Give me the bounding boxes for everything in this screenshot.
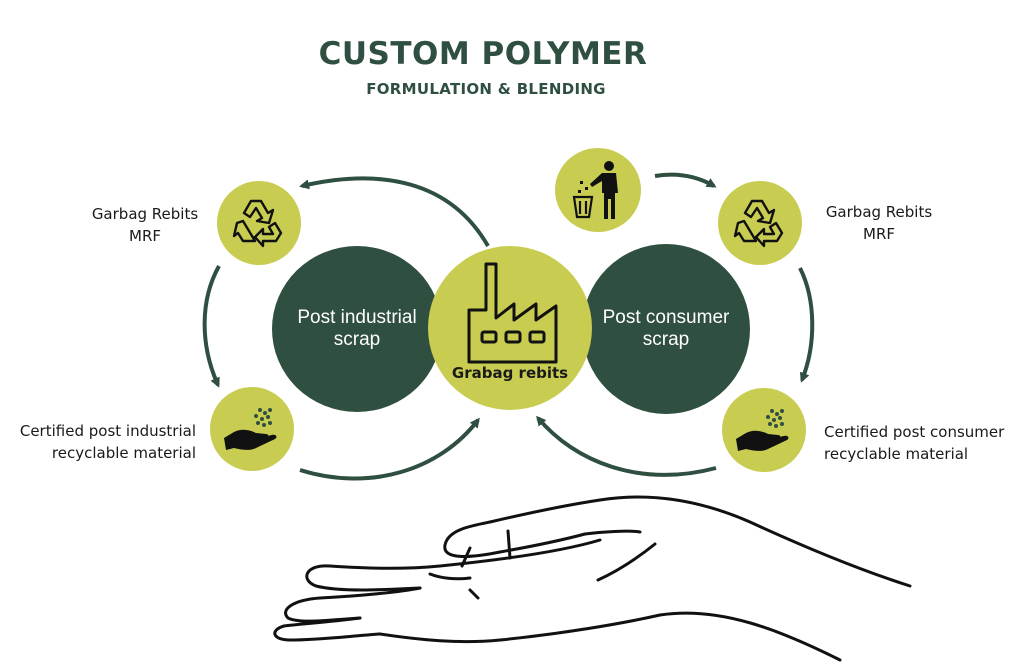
post-consumer-scrap-node: Post consumer scrap xyxy=(582,244,750,414)
post-industrial-label-line2: scrap xyxy=(333,329,381,350)
right-mrf-label: Garbag Rebits MRF xyxy=(812,201,946,245)
diagram-subtitle: FORMULATION & BLENDING xyxy=(366,80,606,98)
left-mrf-line2: MRF xyxy=(129,227,161,245)
diagram-title: CUSTOM POLYMER xyxy=(318,36,648,72)
grabag-rebits-center-node: Grabag rebits xyxy=(428,246,592,410)
arrow-left-material-to-center xyxy=(299,417,480,481)
right-material-label: Certified post consumer recyclable mater… xyxy=(824,421,1022,465)
left-mrf-node xyxy=(217,181,301,265)
right-material-line1: Certified post consumer xyxy=(824,423,1005,441)
arrow-center-to-left-mrf xyxy=(299,176,490,247)
post-industrial-scrap-node: Post industrial scrap xyxy=(272,246,442,412)
left-material-node xyxy=(210,387,294,471)
arrow-left-mrf-to-material xyxy=(202,265,221,388)
right-mrf-line1: Garbag Rebits xyxy=(825,203,933,221)
left-material-line1: Certified post industrial xyxy=(19,422,196,440)
right-material-node xyxy=(722,388,806,472)
arrow-right-material-to-center xyxy=(536,415,717,477)
arrow-disposal-to-right-mrf xyxy=(654,172,717,188)
recycle-icon xyxy=(733,199,784,248)
factory-icon xyxy=(467,262,558,364)
post-industrial-label-line1: Post industrial xyxy=(297,307,417,328)
post-consumer-label-line2: scrap xyxy=(642,329,690,350)
left-mrf-label: Garbag Rebits MRF xyxy=(80,203,210,247)
right-mrf-line2: MRF xyxy=(863,225,895,243)
disposal-node xyxy=(555,148,641,232)
left-material-line2: recyclable material xyxy=(51,444,196,462)
post-consumer-label-line1: Post consumer xyxy=(602,307,730,328)
hand-pellets-icon xyxy=(736,409,789,451)
left-material-label: Certified post industrial recyclable mat… xyxy=(6,420,196,464)
recycle-icon xyxy=(232,199,283,248)
left-mrf-line1: Garbag Rebits xyxy=(91,205,199,223)
right-material-line2: recyclable material xyxy=(824,445,969,463)
person-trash-icon xyxy=(572,161,618,219)
arrow-right-mrf-to-material xyxy=(798,267,815,383)
right-mrf-node xyxy=(718,181,802,265)
center-label: Grabag rebits xyxy=(451,364,569,382)
hand-pellets-icon xyxy=(224,408,277,450)
